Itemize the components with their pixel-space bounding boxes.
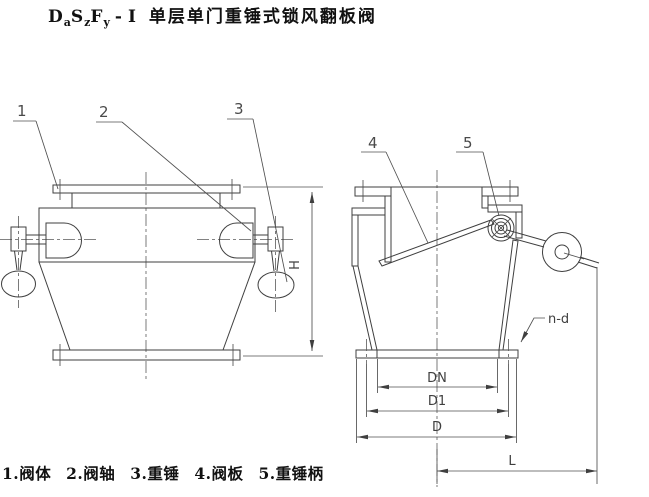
bearing-housing-left [45, 222, 82, 259]
weight-disc [542, 232, 582, 272]
legend-number: 5. [258, 464, 276, 483]
dim-label-DN: DN [427, 371, 447, 386]
pivot-crossline [491, 217, 512, 238]
bolt-hole-callout: n-d [520, 312, 569, 343]
part-callout-4: 4 [361, 134, 429, 244]
cone-wall-right [222, 261, 256, 351]
leader-line [482, 151, 500, 217]
weight-right [257, 271, 295, 299]
legend-number: 1. [2, 464, 20, 483]
model-code-subscript: z [84, 16, 91, 29]
legend-label: 重锤柄 [275, 464, 324, 483]
dim-label-H: H [288, 260, 303, 270]
inlet-wall-right [481, 195, 489, 209]
leader-line [385, 151, 429, 244]
model-code-subscript: y [103, 16, 110, 29]
legend-label: 重锤 [147, 464, 180, 483]
part-label-3: 3 [234, 100, 244, 118]
cone-wall-left [352, 265, 378, 351]
weight-handle [577, 261, 598, 269]
legend-item: 5.重锤柄 [258, 464, 323, 483]
front-view: H 1 2 3 [0, 100, 323, 380]
legend-number: 4. [194, 464, 212, 483]
top-flange [52, 184, 241, 194]
legend-label: 阀板 [211, 464, 244, 483]
body-shoulder-left [351, 207, 386, 216]
bottom-flange [355, 339, 519, 364]
model-code-letter: F [90, 7, 104, 27]
dimension-D1: D1 [366, 364, 509, 417]
legend-label: 阀轴 [83, 464, 116, 483]
part-callout-5: 5 [456, 134, 500, 217]
weight-arm [506, 229, 547, 242]
legend-item: 1.阀体 [2, 464, 51, 483]
drawing-title: DaSzFy-Ⅰ 单层单门重锤式锁风翻板阀 [48, 2, 377, 29]
weight-left [1, 270, 36, 298]
body-wall-right [515, 211, 523, 239]
pivot-mid [491, 218, 511, 238]
model-code-letter: D [48, 7, 64, 27]
parts-legend: 1.阀体 2.阀轴 3.重锤 4.阀板 5.重锤柄 [2, 462, 333, 484]
dim-label-L: L [508, 454, 516, 469]
model-code-letter: S [70, 7, 85, 27]
cone-wall-right [498, 239, 519, 351]
pivot-inner [494, 221, 508, 235]
inlet-wall-left [384, 195, 392, 263]
part-label-1: 1 [17, 102, 27, 120]
valve-name: 单层单门重锤式锁风翻板阀 [148, 7, 377, 27]
leader-line [35, 120, 59, 190]
dim-label-n-d: n-d [548, 312, 569, 327]
weight-stem-right [271, 250, 280, 272]
top-flange-section-right [481, 186, 519, 197]
weight-handle [579, 256, 600, 264]
top-flange-section-left [354, 186, 392, 197]
bottom-flange [52, 349, 241, 361]
part-callout-3: 3 [227, 100, 288, 283]
part-label-5: 5 [463, 134, 473, 152]
leader-line [121, 121, 252, 232]
legend-number: 2. [66, 464, 84, 483]
part-callout-1: 1 [13, 102, 59, 190]
weight-hub [554, 244, 570, 260]
dimension-H: H [243, 186, 323, 357]
body-wall-left [351, 214, 359, 267]
bearing-housing-right [219, 222, 254, 259]
part-label-4: 4 [368, 134, 378, 152]
cone-wall-left [38, 261, 71, 351]
leader-line [252, 118, 288, 283]
body-shoulder-right [487, 204, 523, 213]
part-label-2: 2 [99, 103, 109, 121]
weight-arm [503, 235, 545, 248]
dimension-DN: DN [377, 359, 498, 393]
dimension-D: D [356, 359, 517, 443]
model-code-dash: - [114, 7, 123, 27]
hub-tick [563, 252, 585, 260]
pivot-axle [497, 224, 505, 232]
legend-item: 2.阀轴 [66, 464, 115, 483]
bearing-block-left [10, 226, 27, 252]
part-callout-2: 2 [96, 103, 252, 232]
model-code-subscript: a [63, 16, 71, 29]
section-view: n-d DN D1 D L [351, 134, 600, 487]
weight-stem-left [14, 250, 23, 271]
valve-plate [378, 219, 495, 267]
model-code-numeral: Ⅰ [127, 7, 137, 27]
legend-number: 3. [130, 464, 148, 483]
dim-label-D: D [432, 420, 442, 435]
leader-line [520, 317, 545, 343]
dimension-L: L [436, 449, 597, 484]
legend-label: 阀体 [19, 464, 52, 483]
dim-label-D1: D1 [428, 394, 446, 409]
legend-item: 3.重锤 [130, 464, 179, 483]
pivot-crossline [491, 218, 512, 239]
legend-item: 4.阀板 [194, 464, 243, 483]
pivot-hub [487, 214, 515, 242]
pivot-outer [487, 214, 515, 242]
valve-body [38, 207, 256, 263]
